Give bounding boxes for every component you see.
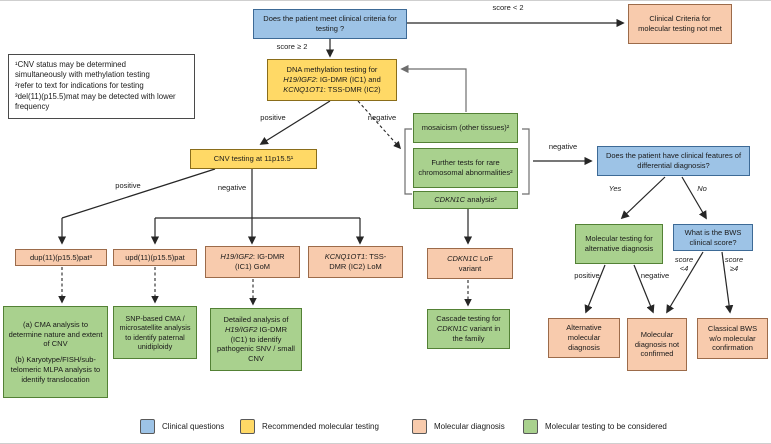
edge-label-no: No <box>697 184 707 193</box>
node-mosaicism: mosaicism (other tissues)² <box>413 113 518 143</box>
cdkn1c-analysis-text: CDKN1C analysis² <box>434 195 497 205</box>
node-cma-analysis: (a) CMA analysis to determine nature and… <box>3 306 108 398</box>
legend-swatch-orange <box>412 419 427 434</box>
footnote-3: ³del(11)(p15.5)mat may be detected with … <box>15 92 176 112</box>
question-text: Does the patient meet clinical criteria … <box>263 14 397 33</box>
node-alternative-diagnosis: Alternative molecular diagnosis <box>548 318 620 358</box>
node-cdkn1c-lof: CDKN1C LoF variant <box>427 248 513 279</box>
edge-label-score-lt4: score<4 <box>666 255 702 273</box>
node-footnotes: ¹CNV status may be determined simultaneo… <box>8 54 195 119</box>
cascade-pre: Cascade testing for <box>436 314 501 324</box>
legend-item-recommended-testing: Recommended molecular testing <box>240 419 379 434</box>
ic2-lom-rest: : TSS-DMR (IC2) LoM <box>329 252 387 271</box>
edge-label-negative: negative <box>548 142 578 151</box>
node-ic1-gom: H19/IGF2: IG-DMR (IC1) GoM <box>205 246 300 278</box>
methylation-rest2: : TSS-DMR (IC2) <box>323 84 381 94</box>
classical-bws-text: Classical BWS w/o molecular confirmation <box>707 323 758 353</box>
alternative-testing-text: Molecular testing for alternative diagno… <box>584 234 654 253</box>
cdkn1c-lof-rest: LoF variant <box>458 253 493 273</box>
footnote-1: ¹CNV status may be determined simultaneo… <box>15 59 150 79</box>
node-dup-11p15: dup(11)(p15.5)pat³ <box>15 249 107 266</box>
gene-cdkn1c: CDKN1C <box>434 195 466 205</box>
node-snp-cma: SNP-based CMA / microsatellite analysis … <box>113 306 197 359</box>
cdkn1c-lof-text: CDKN1C LoF variant <box>436 254 504 274</box>
legend-swatch-blue <box>140 419 155 434</box>
footnote-2: ²refer to text for indications for testi… <box>15 80 144 90</box>
node-clinical-criteria-question: Does the patient meet clinical criteria … <box>253 9 407 39</box>
legend-swatch-green <box>523 419 538 434</box>
legend-item-testing-considered: Molecular testing to be considered <box>523 419 667 434</box>
mosaicism-text: mosaicism (other tissues)² <box>421 123 510 133</box>
edge-label-score-ge4: score≥4 <box>716 255 752 273</box>
edge-label-negative: negative <box>367 113 397 122</box>
node-cdkn1c-analysis: CDKN1C analysis² <box>413 191 518 209</box>
outcome-text: Clinical Criteria for molecular testing … <box>638 14 722 33</box>
legend-item-molecular-diagnosis: Molecular diagnosis <box>412 419 505 434</box>
node-bws-score-question: What is the BWS clinical score? <box>673 224 753 251</box>
edge-label-negative: negative <box>217 183 247 192</box>
cdkn1c-analysis-rest: analysis² <box>465 195 497 205</box>
dup-text: dup(11)(p15.5)pat³ <box>30 252 92 262</box>
legend-item-clinical-questions: Clinical questions <box>140 419 224 434</box>
gene-kcnq1ot1: KCNQ1OT1 <box>283 84 324 94</box>
node-dna-methylation-testing: DNA methylation testing for H19/IGF2: IG… <box>267 59 397 101</box>
question-text: Does the patient have clinical features … <box>605 151 742 170</box>
node-detailed-analysis: Detailed analysis of H19/IGF2 IG-DMR (IC… <box>210 308 302 371</box>
node-further-tests: Further tests for rare chromosomal abnor… <box>413 148 518 188</box>
methylation-rest1: : IG-DMR (IC1) and <box>315 75 381 85</box>
not-confirmed-text: Molecular diagnosis not confirmed <box>634 329 680 359</box>
legend-label: Molecular diagnosis <box>434 422 505 431</box>
edge-label-positive: positive <box>574 271 600 280</box>
gene-h19-igf2: H19/IGF2 <box>224 324 258 334</box>
node-cnv-testing: CNV testing at 11p15.5¹ <box>190 149 317 169</box>
detailed-analysis-text: Detailed analysis of H19/IGF2 IG-DMR (IC… <box>217 315 295 364</box>
node-differential-diagnosis-question: Does the patient have clinical features … <box>597 146 750 176</box>
legend-swatch-yellow <box>240 419 255 434</box>
ic1-gom-text: H19/IGF2: IG-DMR (IC1) GoM <box>214 252 291 272</box>
score-word: score <box>724 255 744 264</box>
node-diagnosis-not-confirmed: Molecular diagnosis not confirmed <box>627 318 687 371</box>
methylation-line2: H19/IGF2: IG-DMR (IC1) and <box>283 75 381 85</box>
cnv-testing-text: CNV testing at 11p15.5¹ <box>213 154 294 164</box>
cma-part-b: (b) Karyotype/FISH/sub-telomeric MLPA an… <box>10 355 101 384</box>
score-value: <4 <box>679 263 689 273</box>
alternative-diagnosis-text: Alternative molecular diagnosis <box>566 323 602 352</box>
node-criteria-not-met: Clinical Criteria for molecular testing … <box>628 4 732 44</box>
further-tests-text: Further tests for rare chromosomal abnor… <box>418 158 513 177</box>
snp-cma-text: SNP-based CMA / microsatellite analysis … <box>119 313 191 351</box>
edge-label-negative: negative <box>640 271 670 280</box>
cascade-text: Cascade testing for CDKN1C variant in th… <box>432 314 505 343</box>
score-value: ≥4 <box>729 263 739 273</box>
edge-label-score-lt2: score < 2 <box>492 3 524 12</box>
cma-part-a: (a) CMA analysis to determine nature and… <box>8 319 103 349</box>
edge-label-positive: positive <box>115 181 141 190</box>
detailed-post: IG-DMR (IC1) to identify pathogenic SNV … <box>217 324 295 364</box>
node-alternative-testing: Molecular testing for alternative diagno… <box>575 224 663 264</box>
methylation-line3: KCNQ1OT1: TSS-DMR (IC2) <box>283 85 380 95</box>
score-word: score <box>674 255 694 264</box>
upd-text: upd(11)(p15.5)pat <box>125 252 185 262</box>
legend-label: Clinical questions <box>162 422 225 431</box>
edge-label-positive: positive <box>260 113 286 122</box>
methylation-line1: DNA methylation testing for <box>286 65 378 75</box>
bws-score-text: What is the BWS clinical score? <box>684 227 742 247</box>
gene-cdkn1c: CDKN1C <box>447 253 478 263</box>
gene-cdkn1c: CDKN1C <box>436 324 468 334</box>
node-classical-bws: Classical BWS w/o molecular confirmation <box>697 318 768 359</box>
ic1-gom-rest: : IG-DMR (IC1) GoM <box>234 252 285 271</box>
edge-label-score-ge2: score ≥ 2 <box>276 42 308 51</box>
gene-kcnq1ot1: KCNQ1OT1 <box>324 252 366 262</box>
edge-label-yes: Yes <box>608 184 622 193</box>
node-cascade-testing: Cascade testing for CDKN1C variant in th… <box>427 309 510 349</box>
cascade-post: variant in the family <box>452 324 501 343</box>
gene-h19-igf2: H19/IGF2 <box>283 75 316 85</box>
node-ic2-lom: KCNQ1OT1: TSS-DMR (IC2) LoM <box>308 246 403 278</box>
detailed-pre: Detailed analysis of <box>223 315 289 325</box>
legend-label: Molecular testing to be considered <box>545 422 667 431</box>
legend-label: Recommended molecular testing <box>262 422 379 431</box>
node-upd-11p15: upd(11)(p15.5)pat <box>113 249 197 266</box>
ic2-lom-text: KCNQ1OT1: TSS-DMR (IC2) LoM <box>317 252 394 272</box>
gene-h19-igf2: H19/IGF2 <box>220 252 253 262</box>
